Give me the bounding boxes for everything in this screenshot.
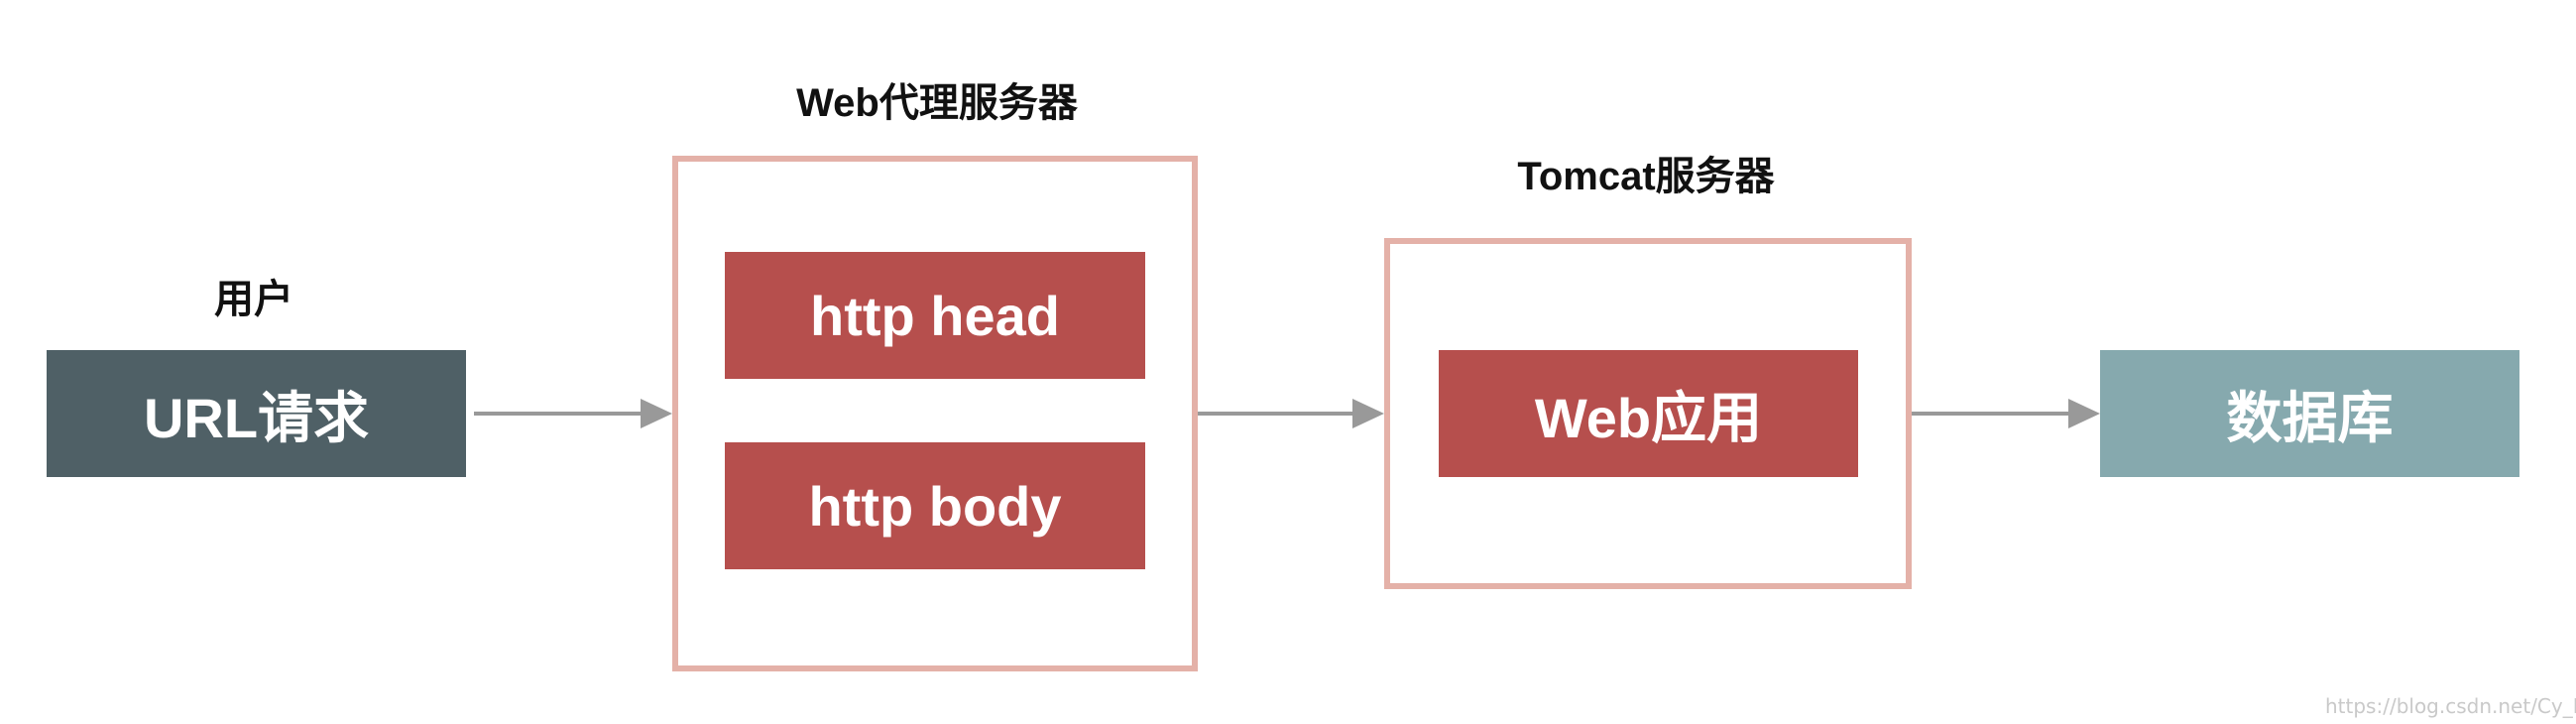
watermark-text: https://blog.csdn.net/Cy_LightBule bbox=[2325, 694, 2576, 718]
tomcat-server-title: Tomcat服务器 bbox=[1517, 155, 1775, 198]
arrow-proxy-to-tomcat bbox=[1198, 399, 1384, 428]
arrow-user-to-proxy bbox=[474, 399, 672, 428]
database-box: 数据库 bbox=[2100, 350, 2519, 477]
user-label: 用户 bbox=[214, 278, 293, 321]
http-body-block: http body bbox=[725, 442, 1145, 569]
web-app-block: Web应用 bbox=[1439, 350, 1858, 477]
url-request-box: URL请求 bbox=[47, 350, 466, 477]
http-head-block: http head bbox=[725, 252, 1145, 379]
proxy-server-title: Web代理服务器 bbox=[796, 81, 1078, 125]
arrow-tomcat-to-database bbox=[1912, 399, 2100, 428]
proxy-server-frame bbox=[672, 156, 1198, 671]
